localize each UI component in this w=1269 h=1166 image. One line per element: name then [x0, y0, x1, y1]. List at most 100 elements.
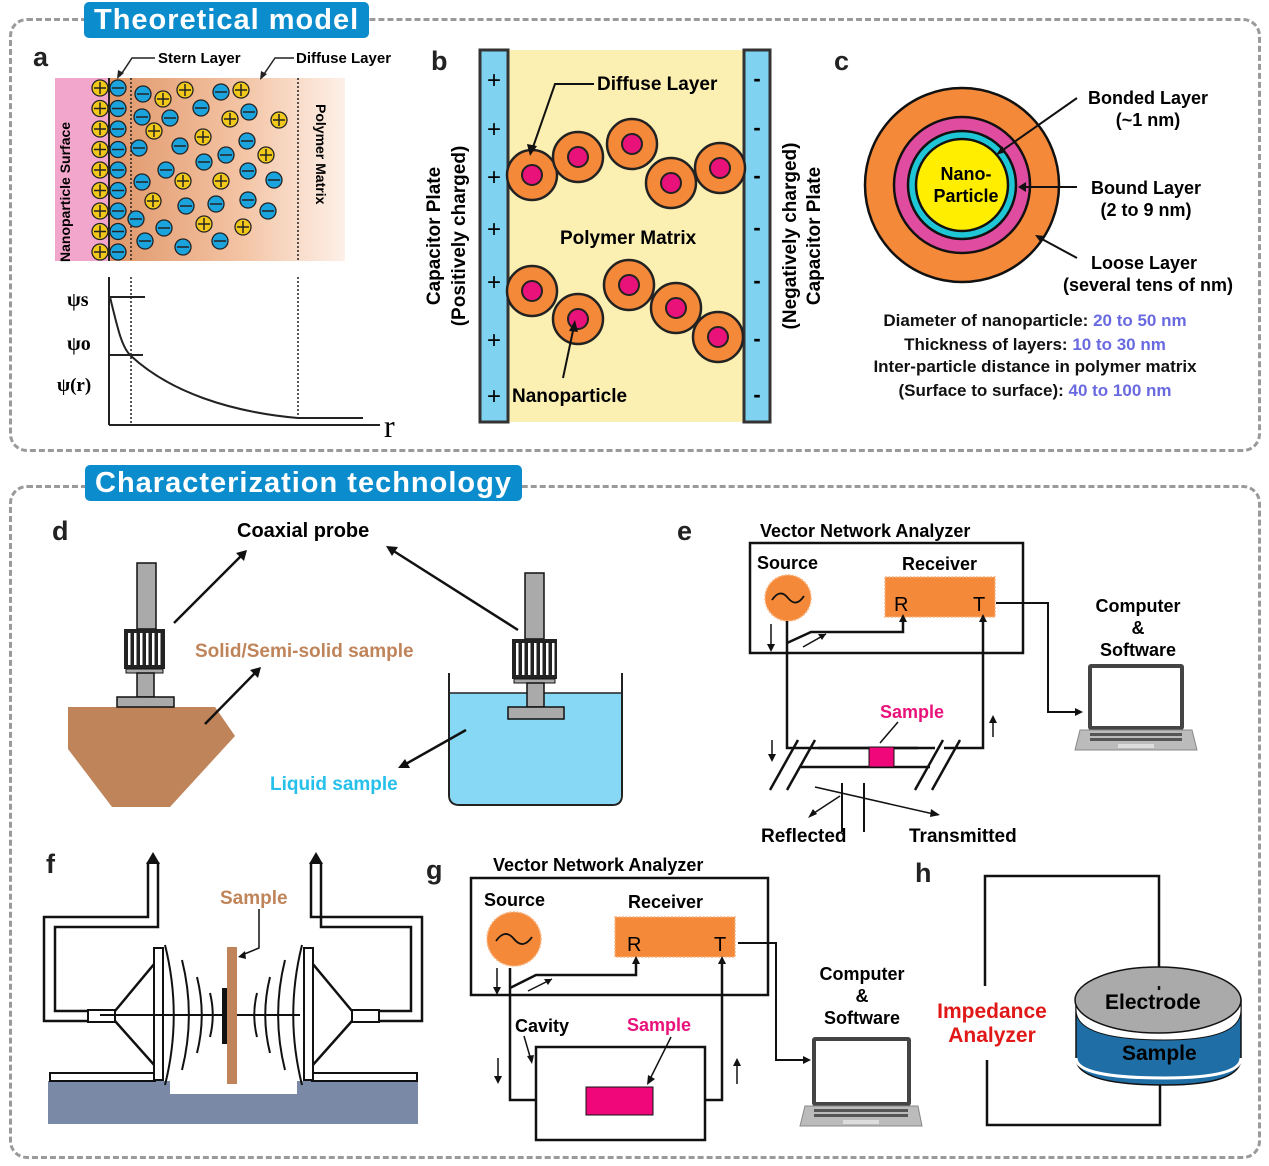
polymer-matrix-region — [508, 50, 744, 422]
positive-plate — [478, 48, 510, 424]
minus-sign: - — [753, 268, 760, 293]
liquid-sample-label: Liquid sample — [270, 774, 398, 795]
polymer-matrix-label-b: Polymer Matrix — [560, 228, 697, 249]
solid-sample-shape — [68, 707, 235, 807]
characterization-frame — [9, 485, 1261, 1159]
negative-plate — [742, 48, 772, 424]
analyzer-line2: Analyzer — [948, 1024, 1036, 1047]
nanoparticle-arrow — [562, 325, 575, 379]
sample-label-f: Sample — [220, 888, 288, 909]
nanoparticle-core — [707, 326, 729, 348]
panel-d-label: d — [52, 516, 69, 546]
nanoparticle-surface-label: Nanoparticle Surface — [57, 122, 73, 262]
arrow-solid — [204, 671, 257, 725]
nanoparticle-core — [521, 164, 543, 186]
computer-line1-g: Computer — [820, 964, 905, 984]
panel-a-diagram: Stern Layer Diffuse Layer Nanoparticle S… — [55, 50, 395, 444]
diffuse-layer-label-b: Diffuse Layer — [597, 74, 718, 95]
svg-text:(Positively charged): (Positively charged) — [449, 146, 470, 327]
nanoparticle-core — [914, 137, 1010, 233]
liquid-sample-shape — [450, 693, 621, 804]
panel-e-diagram: Vector Network Analyzer Source Receiver … — [748, 521, 1198, 847]
plus-sign: + — [487, 216, 501, 243]
minus-sign: - — [753, 382, 760, 407]
receiver-t-g: T — [714, 934, 726, 956]
diffuse-arrow-a — [261, 57, 294, 78]
core-line2: Particle — [933, 186, 998, 206]
potential-plot: ψs ψo ψ(r) r — [57, 277, 395, 444]
loose-line2: (several tens of nm) — [1063, 275, 1233, 295]
plus-sign: + — [487, 116, 501, 143]
bonded-arrow — [999, 97, 1078, 153]
vna-box-e — [748, 541, 1025, 655]
receiver-r-e: R — [894, 594, 908, 616]
beaker — [448, 673, 623, 806]
panel-g-label: g — [426, 855, 443, 885]
vna-label-e: Vector Network Analyzer — [760, 521, 970, 541]
theoretical-model-title: Theoretical model — [84, 2, 370, 38]
panel-g-diagram: Vector Network Analyzer Source Receiver … — [469, 855, 923, 1142]
computer-line2-e: & — [1132, 618, 1145, 638]
r-axis-label: r — [384, 408, 395, 444]
plus-sign: + — [487, 327, 501, 354]
vna-label-g: Vector Network Analyzer — [493, 855, 703, 875]
wave-arc — [264, 976, 271, 1054]
arrow-liquid — [403, 728, 467, 767]
psi-s-label: ψs — [67, 289, 89, 311]
panel-a-label: a — [33, 42, 49, 72]
receiver-label-e: Receiver — [902, 554, 977, 574]
psi-r-label: ψ(r) — [57, 375, 91, 396]
stern-layer-label: Stern Layer — [158, 50, 241, 67]
bound-line2: (2 to 9 nm) — [1100, 200, 1191, 220]
fact-line: (Surface to surface): 40 to 100 nm — [898, 381, 1171, 400]
nanoparticle-core — [521, 280, 543, 302]
plus-sign: + — [487, 383, 501, 410]
receiver-t-e: T — [973, 594, 985, 616]
svg-text:Capacitor Plate: Capacitor Plate — [424, 167, 445, 305]
laptop-icon-e — [1074, 664, 1198, 751]
computer-line2-g: & — [856, 986, 869, 1006]
diffuse-layer-label-a: Diffuse Layer — [296, 50, 391, 67]
analyzer-line1: Impedance — [937, 1000, 1047, 1023]
svg-text:Computer&Software: Computer&Software — [820, 964, 905, 1028]
nanoparticle-core — [660, 172, 682, 194]
bound-line1: Bound Layer — [1091, 178, 1201, 198]
sample-block-g — [585, 1086, 654, 1116]
source-label-e: Source — [757, 553, 818, 573]
svg-text:(Negatively charged): (Negatively charged) — [780, 143, 801, 330]
panel-d-diagram: Coaxial probe Solid/Semi-solid sample Li… — [68, 520, 623, 807]
loose-line1: Loose Layer — [1091, 253, 1197, 273]
sample-slab-f — [227, 947, 237, 1084]
solid-sample-label: Solid/Semi-solid sample — [195, 641, 414, 662]
cavity-label: Cavity — [515, 1016, 569, 1036]
panel-b-diagram: +-+-+-+-+-+-+- Diffuse Layer Polymer Mat… — [424, 48, 825, 424]
panel-e-label: e — [677, 516, 693, 546]
receiver-label-g: Receiver — [628, 892, 703, 912]
svg-text:Computer&Software: Computer&Software — [1096, 596, 1181, 660]
fact-line: Diameter of nanoparticle: 20 to 50 nm — [883, 311, 1186, 330]
arrow-probe1 — [173, 554, 243, 624]
computer-line3-g: Software — [824, 1008, 900, 1028]
minus-sign: - — [753, 163, 760, 188]
nanoparticle-label-b: Nanoparticle — [512, 386, 627, 407]
theoretical-model-frame — [9, 18, 1261, 452]
stern-arrow — [119, 57, 155, 77]
minus-sign: - — [753, 215, 760, 240]
plus-sign: + — [487, 164, 501, 191]
wave-arc — [253, 992, 258, 1038]
source-label-g: Source — [484, 890, 545, 910]
core-line1: Nano- — [941, 164, 992, 184]
panel-b-label: b — [431, 46, 448, 76]
wave-arc — [292, 944, 303, 1086]
coaxial-probe-1 — [116, 562, 175, 708]
potential-curve — [109, 296, 363, 419]
psi-o-label: ψo — [67, 333, 91, 355]
wave-arc — [196, 976, 203, 1054]
coaxial-probe-label: Coaxial probe — [237, 520, 369, 542]
wave-arc — [181, 959, 190, 1071]
svg-text:Bonded Layer(~1 nm): Bonded Layer(~1 nm) — [1088, 88, 1208, 130]
diffuse-region — [110, 78, 345, 261]
fact-line: Thickness of layers: 10 to 30 nm — [904, 335, 1166, 354]
